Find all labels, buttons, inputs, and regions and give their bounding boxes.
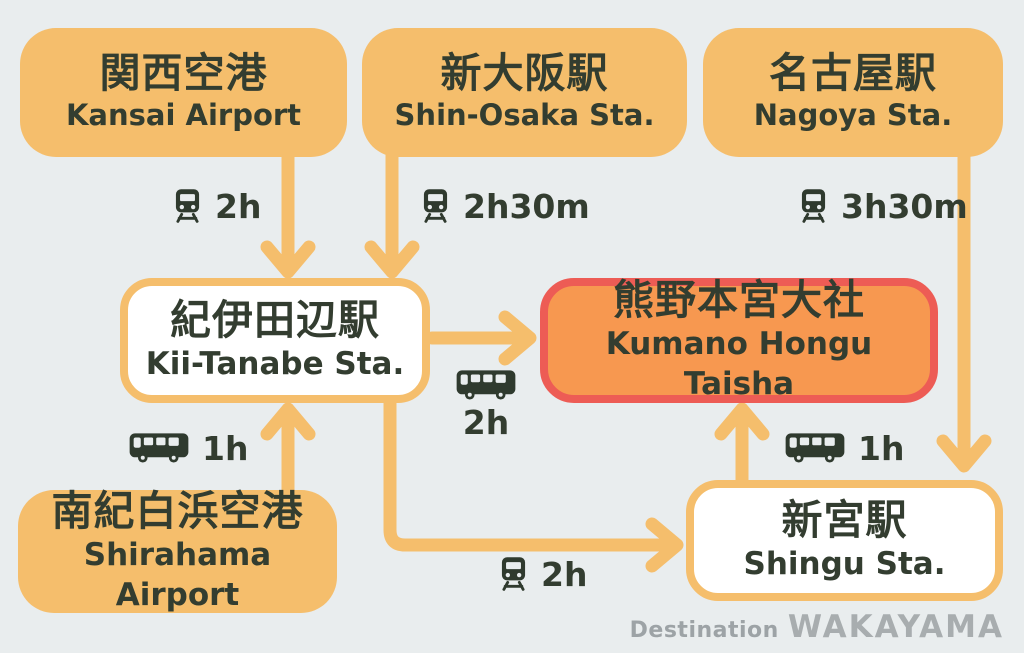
node-nagoya-jp: 名古屋駅	[769, 49, 937, 98]
arrow-shirahama-to-kiitanabe	[260, 402, 316, 499]
train-icon	[172, 188, 203, 224]
route-duration: 2h	[462, 403, 510, 442]
node-shingu-jp: 新宮駅	[781, 495, 908, 544]
node-shin-osaka-en: Shin-Osaka Sta.	[394, 98, 655, 133]
node-shin-osaka-jp: 新大阪駅	[440, 49, 609, 98]
train-icon	[798, 188, 829, 224]
route-label-shingu-kumano: 1h	[784, 431, 904, 465]
node-kansai-airport: 関西空港 Kansai Airport	[20, 28, 347, 157]
node-shirahama-airport: 南紀白浜空港 Shirahama Airport	[18, 486, 337, 614]
watermark-brand: WAKAYAMA	[787, 609, 1004, 645]
bus-icon	[455, 368, 517, 402]
route-label-nagoya-shingu: 3h30m	[798, 188, 968, 224]
arrow-nagoya-to-shingu	[936, 147, 992, 473]
route-duration: 2h30m	[463, 186, 590, 226]
arrow-shinosaka-to-kiitanabe	[364, 147, 420, 279]
watermark: Destination WAKAYAMA	[630, 609, 1004, 645]
arrow-kiitanabe-to-shingu	[383, 393, 684, 573]
route-duration: 2h	[541, 554, 588, 594]
node-kii-tanabe-en: Kii-Tanabe Sta.	[145, 345, 405, 382]
route-label-kiitanabe-kumano: 2h	[444, 368, 528, 439]
arrow-kiitanabe-to-kumano	[425, 310, 537, 366]
node-shingu: 新宮駅 Shingu Sta.	[686, 480, 1003, 601]
route-duration: 1h	[858, 428, 905, 468]
node-kumano-hongu-taisha-en: Kumano Hongu Taisha	[605, 325, 873, 403]
route-duration: 1h	[202, 428, 249, 468]
node-kansai-airport-jp: 関西空港	[99, 49, 268, 98]
watermark-prefix: Destination	[629, 618, 779, 643]
node-kumano-hongu-taisha-jp: 熊野本宮大社	[613, 275, 865, 324]
node-kii-tanabe: 紀伊田辺駅 Kii-Tanabe Sta.	[120, 278, 430, 403]
route-duration: 2h	[215, 186, 262, 226]
node-kansai-airport-en: Kansai Airport	[65, 98, 302, 133]
node-kii-tanabe-jp: 紀伊田辺駅	[170, 295, 380, 344]
node-nagoya: 名古屋駅 Nagoya Sta.	[703, 28, 1003, 157]
route-label-kansai-kiitanabe: 2h	[172, 188, 261, 224]
route-label-kiitanabe-shingu: 2h	[498, 556, 587, 592]
node-shirahama-airport-en: Shirahama Airport	[83, 536, 272, 614]
train-icon	[420, 188, 451, 224]
arrow-kansai-to-kiitanabe	[260, 147, 316, 279]
node-kumano-hongu-taisha: 熊野本宮大社 Kumano Hongu Taisha	[540, 275, 938, 403]
node-shirahama-airport-jp: 南紀白浜空港	[51, 486, 304, 535]
bus-icon	[784, 431, 846, 465]
node-shin-osaka: 新大阪駅 Shin-Osaka Sta.	[362, 28, 687, 157]
node-shingu-en: Shingu Sta.	[743, 545, 946, 582]
arrow-shingu-to-kumano	[714, 402, 770, 489]
route-label-shinosaka-kiitanabe: 2h30m	[420, 188, 590, 224]
route-duration: 3h30m	[841, 186, 968, 226]
route-label-shirahama-kiitanabe: 1h	[128, 431, 248, 465]
train-icon	[498, 556, 529, 592]
node-nagoya-en: Nagoya Sta.	[753, 98, 953, 133]
bus-icon	[128, 431, 190, 465]
